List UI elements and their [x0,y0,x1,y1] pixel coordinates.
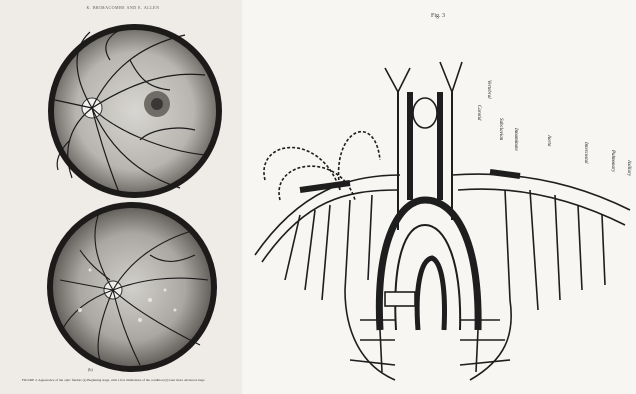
annotation-subclavian: Subclavian [498,118,503,141]
fundus-image-a [51,27,219,195]
annotation-axillary: Axillary [626,159,631,177]
fundus-image-b [50,205,214,369]
annotation-pulmonary: Pulmonary [610,149,615,173]
handwritten-annotations: Vertebral Carotid Subclavian Innominate … [476,80,631,177]
annotation-carotid: Carotid [476,105,481,121]
annotation-intercostal: Intercostal [583,141,588,164]
annotation-vertebral: Vertebral [486,80,491,99]
annotation-aorta: Aorta [546,134,551,147]
annotation-innominate: Innominate [513,127,518,152]
aortic-arch-diagram [255,62,630,380]
